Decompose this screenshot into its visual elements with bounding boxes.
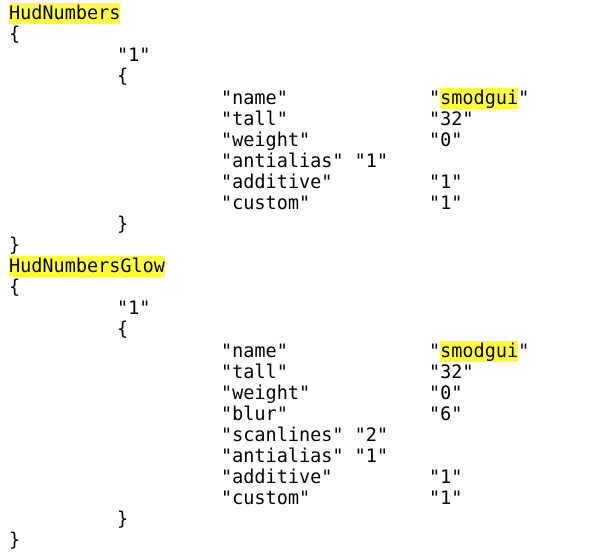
block-name-line: HudNumbers — [9, 3, 121, 24]
property-key: "additive" — [221, 467, 333, 488]
property-key: "custom" — [221, 488, 311, 509]
property-value-highlighted: smodgui — [440, 341, 519, 362]
property-value-quote: " — [518, 88, 530, 109]
property-key: "additive" — [221, 172, 333, 193]
index-key: "1" — [117, 45, 151, 66]
property-key: "weight" — [221, 383, 311, 404]
open-brace: { — [9, 277, 21, 298]
property-line: "custom" "1" — [9, 193, 462, 214]
index-key: "1" — [117, 298, 151, 319]
inner-open-brace: { — [117, 66, 129, 87]
block-name-line: HudNumbersGlow — [9, 256, 165, 277]
property-value-quote: " — [518, 341, 530, 362]
property-value: "1" — [429, 488, 463, 509]
close-brace: } — [9, 530, 21, 551]
property-value: "1" — [429, 467, 463, 488]
property-line-inline: "antialias" "1" — [221, 446, 389, 467]
property-key: "tall" — [221, 362, 288, 383]
property-key: "custom" — [221, 193, 311, 214]
property-value: "32" — [429, 362, 474, 383]
property-line: "tall" "32" — [9, 109, 474, 130]
property-key: "name" — [221, 341, 288, 362]
property-key: "weight" — [221, 130, 311, 151]
inner-open-brace: { — [117, 319, 129, 340]
property-value: "1" — [429, 172, 463, 193]
block-name-highlighted: HudNumbers — [9, 3, 121, 24]
property-line: "custom" "1" — [9, 488, 462, 509]
property-key: "blur" — [221, 404, 288, 425]
property-line-inline: "scanlines" "2" — [221, 425, 389, 446]
property-line-inline: "antialias" "1" — [221, 151, 389, 172]
property-value: "0" — [429, 383, 463, 404]
property-value: "6" — [429, 404, 463, 425]
open-brace: { — [9, 24, 21, 45]
property-key: "tall" — [221, 109, 288, 130]
property-line: "name" "smodgui" — [9, 341, 529, 362]
property-line: "additive" "1" — [9, 172, 462, 193]
property-line: "weight" "0" — [9, 383, 462, 404]
property-line: "additive" "1" — [9, 467, 462, 488]
property-value-quote: " — [429, 341, 441, 362]
property-value: "1" — [429, 193, 463, 214]
property-value-highlighted: smodgui — [440, 88, 519, 109]
property-value-quote: " — [429, 88, 441, 109]
inner-close-brace: } — [117, 214, 129, 235]
property-value: "0" — [429, 130, 463, 151]
property-line: "tall" "32" — [9, 362, 474, 383]
inner-close-brace: } — [117, 509, 129, 530]
close-brace: } — [9, 235, 21, 256]
block-name-highlighted: HudNumbersGlow — [9, 256, 165, 277]
property-value: "32" — [429, 109, 474, 130]
property-line: "name" "smodgui" — [9, 88, 529, 109]
property-key: "name" — [221, 88, 288, 109]
property-line: "weight" "0" — [9, 130, 462, 151]
code-listing: HudNumbers { "1" { "name""smodgui" "tall… — [9, 3, 589, 555]
property-line: "blur" "6" — [9, 404, 462, 425]
